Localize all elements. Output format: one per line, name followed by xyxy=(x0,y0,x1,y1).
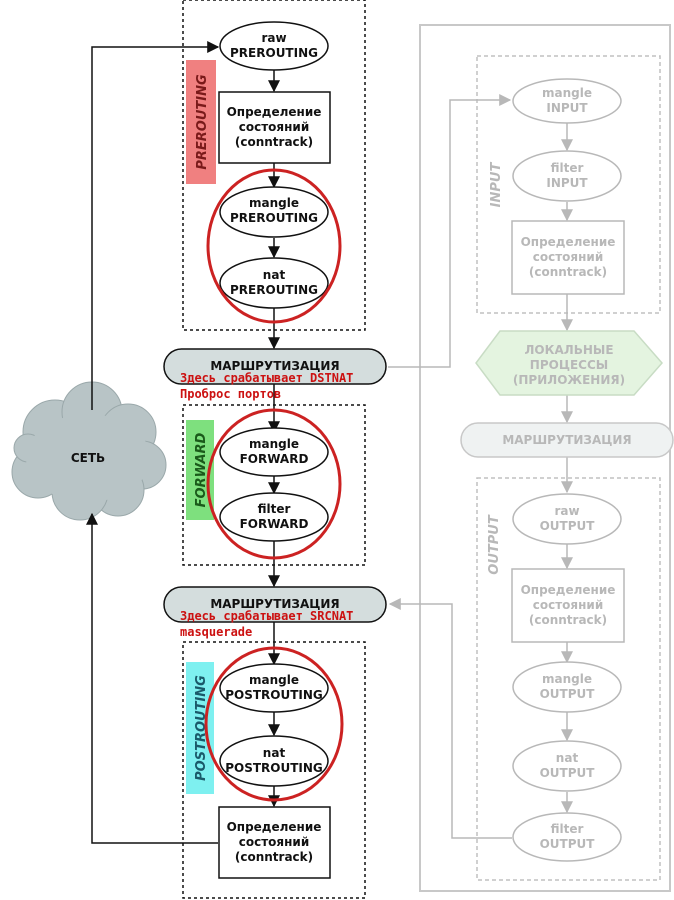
svg-text:FORWARD: FORWARD xyxy=(240,452,309,466)
node-filter-output: filter OUTPUT xyxy=(512,812,622,862)
chain-label-input: INPUT xyxy=(489,162,504,208)
svg-text:mangle: mangle xyxy=(249,437,299,451)
svg-text:Здесь срабатывает DSTNAT: Здесь срабатывает DSTNAT xyxy=(180,371,353,385)
svg-text:Определение: Определение xyxy=(521,583,616,597)
svg-text:nat: nat xyxy=(263,268,286,282)
svg-text:PREROUTING: PREROUTING xyxy=(195,74,210,170)
output-chain-frame xyxy=(476,477,661,881)
highlight-ring-forward xyxy=(206,408,342,560)
svg-text:МАРШРУТИЗАЦИЯ: МАРШРУТИЗАЦИЯ xyxy=(210,359,339,373)
arrow-routing-to-mangle-input xyxy=(388,94,512,368)
svg-text:raw: raw xyxy=(554,504,579,518)
chain-tag-postrouting: POSTROUTING xyxy=(186,662,214,794)
node-raw-prerouting: raw PREROUTING xyxy=(219,21,329,71)
svg-text:состояний: состояний xyxy=(533,250,603,264)
svg-text:(ПРИЛОЖЕНИЯ): (ПРИЛОЖЕНИЯ) xyxy=(513,373,625,387)
node-nat-output: nat OUTPUT xyxy=(512,740,622,792)
svg-text:mangle: mangle xyxy=(249,673,299,687)
node-conntrack-input: Определение состояний (conntrack) xyxy=(511,220,625,295)
svg-text:PREROUTING: PREROUTING xyxy=(230,46,318,60)
svg-text:INPUT: INPUT xyxy=(546,101,588,115)
svg-text:nat: nat xyxy=(556,751,579,765)
node-mangle-prerouting: mangle PREROUTING xyxy=(219,186,329,238)
network-label: СЕТЬ xyxy=(71,451,105,465)
svg-text:masquerade: masquerade xyxy=(180,625,252,639)
node-raw-output: raw OUTPUT xyxy=(512,493,622,545)
svg-text:(conntrack): (conntrack) xyxy=(529,265,607,279)
node-nat-prerouting: nat PREROUTING xyxy=(219,257,329,309)
svg-text:МАРШРУТИЗАЦИЯ: МАРШРУТИЗАЦИЯ xyxy=(502,433,631,447)
svg-text:OUTPUT: OUTPUT xyxy=(540,519,596,533)
node-routing-1: МАРШРУТИЗАЦИЯ xyxy=(163,348,387,385)
svg-text:filter: filter xyxy=(551,161,584,175)
svg-text:Здесь срабатывает SRCNAT: Здесь срабатывает SRCNAT xyxy=(180,609,353,623)
svg-text:FORWARD: FORWARD xyxy=(240,517,309,531)
svg-text:nat: nat xyxy=(263,746,286,760)
node-routing-local: МАРШРУТИЗАЦИЯ xyxy=(460,422,674,458)
svg-text:mangle: mangle xyxy=(249,196,299,210)
svg-text:INPUT: INPUT xyxy=(546,176,588,190)
node-filter-forward: filter FORWARD xyxy=(219,492,329,542)
svg-text:состояний: состояний xyxy=(239,835,309,849)
svg-text:Проброс портов: Проброс портов xyxy=(180,387,281,401)
node-conntrack-2: Определение состояний (conntrack) xyxy=(218,806,331,879)
svg-text:(conntrack): (conntrack) xyxy=(529,613,607,627)
input-chain-frame xyxy=(476,55,661,314)
node-mangle-output: mangle OUTPUT xyxy=(512,661,622,713)
svg-text:МАРШРУТИЗАЦИЯ: МАРШРУТИЗАЦИЯ xyxy=(210,597,339,611)
svg-text:OUTPUT: OUTPUT xyxy=(540,837,596,851)
svg-text:OUTPUT: OUTPUT xyxy=(540,687,596,701)
node-mangle-postrouting: mangle POSTROUTING xyxy=(219,663,329,713)
chain-label-output: OUTPUT xyxy=(487,514,502,575)
svg-text:состояний: состояний xyxy=(239,120,309,134)
network-cloud-icon: СЕТЬ xyxy=(11,381,167,521)
svg-text:ПРОЦЕССЫ: ПРОЦЕССЫ xyxy=(530,358,608,372)
annotation-srcnat: Здесь срабатывает SRCNAT masquerade xyxy=(180,609,353,639)
svg-text:FORWARD: FORWARD xyxy=(194,432,209,507)
svg-text:Определение: Определение xyxy=(227,105,322,119)
node-mangle-input: mangle INPUT xyxy=(512,78,622,124)
chain-tag-prerouting: PREROUTING xyxy=(186,60,216,184)
node-local-processes: ЛОКАЛЬНЫЕ ПРОЦЕССЫ (ПРИЛОЖЕНИЯ) xyxy=(475,330,663,396)
arrow-conntrack-to-net xyxy=(86,512,218,844)
svg-text:raw: raw xyxy=(261,31,286,45)
svg-text:filter: filter xyxy=(258,502,291,516)
svg-text:POSTROUTING: POSTROUTING xyxy=(225,688,323,702)
arrow-filter-output-to-routing xyxy=(388,598,512,839)
node-conntrack-output: Определение состояний (conntrack) xyxy=(511,568,625,643)
node-conntrack-1: Определение состояний (conntrack) xyxy=(218,91,331,164)
highlight-ring-postrouting xyxy=(204,646,344,802)
svg-text:mangle: mangle xyxy=(542,86,592,100)
svg-text:filter: filter xyxy=(551,822,584,836)
svg-text:Определение: Определение xyxy=(227,820,322,834)
svg-text:OUTPUT: OUTPUT xyxy=(540,766,596,780)
svg-text:ЛОКАЛЬНЫЕ: ЛОКАЛЬНЫЕ xyxy=(524,343,613,357)
annotation-dstnat: Здесь срабатывает DSTNAT Проброс портов xyxy=(180,371,353,401)
local-host-frame xyxy=(419,24,671,892)
node-filter-input: filter INPUT xyxy=(512,150,622,202)
svg-text:(conntrack): (conntrack) xyxy=(235,135,313,149)
svg-text:POSTROUTING: POSTROUTING xyxy=(225,761,323,775)
node-mangle-forward: mangle FORWARD xyxy=(219,427,329,477)
svg-text:PREROUTING: PREROUTING xyxy=(230,211,318,225)
arrow-net-to-raw-prerouting xyxy=(91,41,220,410)
highlight-ring-prerouting xyxy=(206,168,342,324)
svg-text:Определение: Определение xyxy=(521,235,616,249)
svg-text:mangle: mangle xyxy=(542,672,592,686)
svg-text:состояний: состояний xyxy=(533,598,603,612)
node-routing-2: МАРШРУТИЗАЦИЯ xyxy=(163,586,387,623)
svg-text:PREROUTING: PREROUTING xyxy=(230,283,318,297)
node-nat-postrouting: nat POSTROUTING xyxy=(219,735,329,787)
svg-text:(conntrack): (conntrack) xyxy=(235,850,313,864)
svg-text:POSTROUTING: POSTROUTING xyxy=(194,675,209,781)
